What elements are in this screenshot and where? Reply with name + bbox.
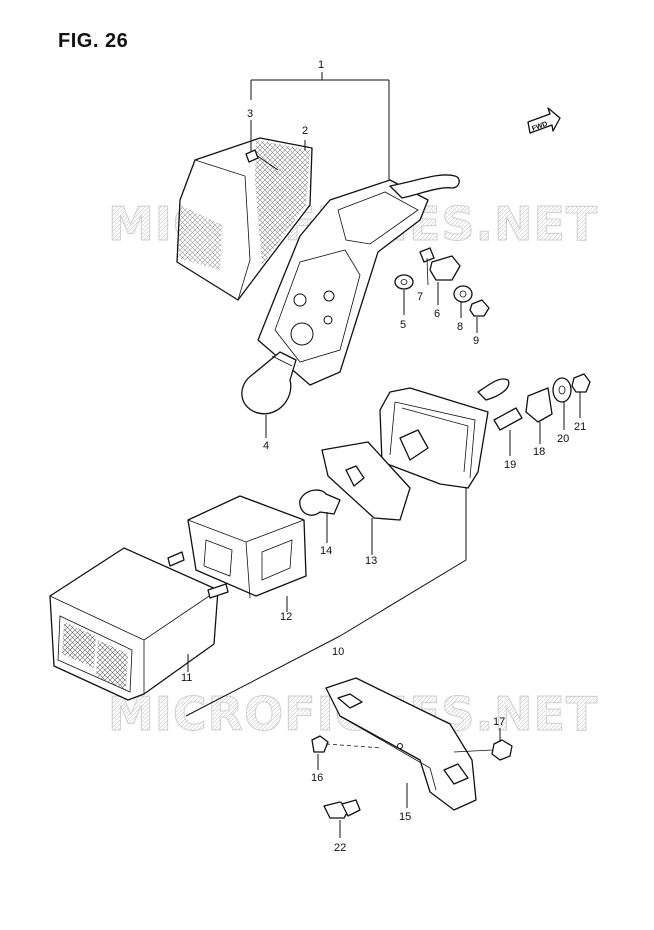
bulb-part-14 — [299, 489, 341, 543]
callout-1: 1 — [318, 59, 324, 71]
callout-18: 18 — [533, 446, 545, 458]
callout-5: 5 — [400, 319, 406, 331]
gasket-part-12 — [187, 495, 307, 612]
lower-lamp-assembly — [49, 373, 591, 717]
callout-12: 12 — [280, 611, 292, 623]
grommet-part-6 — [429, 255, 461, 305]
callout-22: 22 — [334, 842, 346, 854]
washer-part-5 — [394, 274, 414, 315]
upper-lamp-assembly — [176, 72, 490, 438]
bulb-part-4 — [241, 351, 297, 438]
callout-3: 3 — [247, 108, 253, 120]
nut-part-17 — [453, 728, 513, 761]
callout-6: 6 — [434, 308, 440, 320]
bracket-part-15 — [325, 677, 477, 811]
rear-lamp-housing — [379, 378, 510, 489]
callout-labels: 1 2 3 4 5 6 7 8 9 10 11 12 13 14 15 16 1… — [181, 59, 586, 854]
nut-part-21 — [571, 373, 591, 418]
callout-21: 21 — [574, 421, 586, 433]
callout-16: 16 — [311, 772, 323, 784]
washer-part-20 — [552, 377, 572, 430]
housing-body — [257, 174, 460, 386]
callout-2: 2 — [302, 125, 308, 137]
callout-14: 14 — [320, 545, 332, 557]
plug-part-22 — [323, 799, 361, 838]
callout-10: 10 — [332, 646, 344, 658]
grommet-part-18 — [525, 387, 553, 444]
callout-20: 20 — [557, 433, 569, 445]
screw-part-3 — [245, 120, 279, 171]
callout-7: 7 — [417, 291, 423, 303]
spacer-part-19 — [493, 407, 523, 456]
callout-11: 11 — [181, 672, 192, 684]
callout-8: 8 — [457, 321, 463, 333]
callout-19: 19 — [504, 459, 516, 471]
callout-17: 17 — [493, 716, 505, 728]
figure-title: FIG. 26 — [58, 30, 129, 52]
lens-part-2 — [176, 137, 313, 301]
callout-4: 4 — [263, 440, 269, 452]
fwd-arrow-icon: FWD — [527, 107, 561, 134]
screw-part-16 — [311, 735, 383, 770]
socket-plate-part-13 — [321, 441, 411, 555]
bolt-part-7 — [419, 247, 435, 286]
lens-part-11 — [49, 547, 229, 701]
callout-9: 9 — [473, 335, 479, 347]
washer-part-8 — [453, 285, 473, 318]
callout-15: 15 — [399, 811, 411, 823]
nut-part-9 — [469, 299, 490, 333]
callout-13: 13 — [365, 555, 377, 567]
